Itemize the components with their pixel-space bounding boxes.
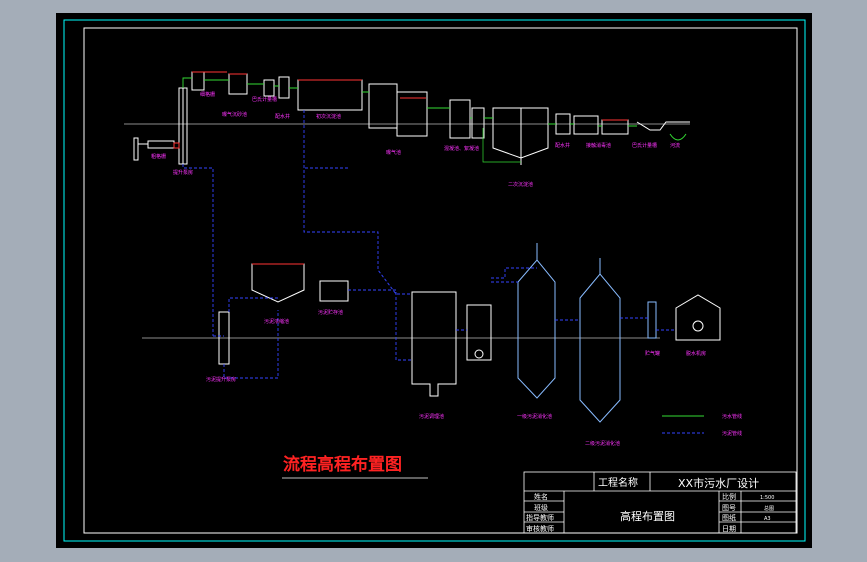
drawing-name: 高程布置图 xyxy=(620,509,675,523)
water-pipe-return xyxy=(482,128,521,163)
inner-frame xyxy=(83,27,798,534)
label-primary-digester: 一级污泥消化池 xyxy=(517,413,552,420)
water-treatment-line xyxy=(124,71,690,165)
label-secondary-clarifier: 二次沉淀池 xyxy=(508,181,533,188)
left-row-class: 班级 xyxy=(534,503,548,512)
label-sink-well: 配水井 xyxy=(555,142,570,149)
left-row-name: 姓名 xyxy=(534,492,548,501)
right-row-date-label: 日期 xyxy=(722,525,736,533)
label-coarse-screen: 粗格栅 xyxy=(151,153,166,160)
label-sludge-conditioner: 污泥调理池 xyxy=(419,413,444,420)
left-row-advisor: 指导教师 xyxy=(526,513,554,522)
right-row-scale-label: 比例 xyxy=(722,492,736,501)
sludge-treatment-line xyxy=(142,110,721,423)
parshall-flume-unit xyxy=(263,76,290,99)
label-outfall-flume: 巴氏计量槽 xyxy=(632,142,657,149)
label-river: 河流 xyxy=(670,142,680,149)
right-row-sheet-label: 图纸 xyxy=(722,513,736,522)
dewatering-room-unit xyxy=(675,294,721,341)
label-distribution-well: 配水井 xyxy=(275,113,290,120)
primary-digester-unit xyxy=(517,243,556,399)
label-aeration-tank: 曝气池 xyxy=(386,149,401,156)
legend-sludge-label: 污泥管线 xyxy=(722,430,742,437)
label-secondary-digester: 二级污泥消化池 xyxy=(585,440,620,447)
label-fine-screen: 细格栅 xyxy=(200,91,215,98)
title-block xyxy=(523,471,797,534)
secondary-clarifier-unit xyxy=(492,107,549,165)
diagram-title: 流程高程布置图 xyxy=(283,454,402,475)
right-row-number-label: 图号 xyxy=(722,504,736,512)
label-gas-holder: 贮气罐 xyxy=(645,350,660,357)
water-pipe-main xyxy=(182,77,637,127)
label-dewatering-room: 脱水机房 xyxy=(686,350,706,357)
contact-tank-unit xyxy=(573,115,629,135)
label-lift-pump-well: 提升泵房 xyxy=(173,169,193,176)
label-coag-tank: 混凝池、絮凝池 xyxy=(444,145,479,152)
title-block-text: 工程名称 XX市污水厂设计 高程布置图 姓名 班级 指导教师 审核教师 比例 1… xyxy=(526,476,774,533)
label-sludge-storage: 污泥贮存池 xyxy=(318,309,343,316)
right-row-sheet-value: A3 xyxy=(764,516,771,522)
project-name: XX市污水厂设计 xyxy=(678,476,759,490)
legend: 污水管线 污泥管线 xyxy=(662,413,742,437)
label-aerated-grit: 曝气沉砂池 xyxy=(222,111,247,118)
label-sludge-return: 污泥提升泵房 xyxy=(206,376,236,383)
coag-tank-unit xyxy=(449,99,485,139)
aeration-tank-unit xyxy=(368,83,428,137)
label-sludge-thickener: 污泥浓缩池 xyxy=(264,318,289,325)
right-row-number-value: 总图 xyxy=(764,505,774,512)
label-parshall-flume: 巴氏计量槽 xyxy=(252,96,277,103)
drawing-paper xyxy=(56,13,812,548)
primary-clarifier-unit xyxy=(297,79,363,111)
outfall-unit xyxy=(636,121,690,141)
sludge-thickener-unit xyxy=(251,263,305,303)
right-row-scale-value: 1:500 xyxy=(760,495,774,501)
sludge-labels: 污泥提升泵房 污泥浓缩池 污泥贮存池 污泥调理池 一级污泥消化池 二级污泥消化池… xyxy=(206,309,706,447)
water-labels: 粗格栅 提升泵房 细格栅 曝气沉砂池 巴氏计量槽 配水井 初次沉淀池 曝气池 混… xyxy=(151,91,680,188)
label-contact-tank: 接触消毒池 xyxy=(586,142,611,149)
label-primary-clarifier: 初次沉淀池 xyxy=(316,113,341,120)
gas-holder-unit xyxy=(647,301,657,339)
sludge-conditioner-unit xyxy=(411,291,457,397)
secondary-digester-unit xyxy=(579,258,621,423)
project-name-label: 工程名称 xyxy=(598,476,638,489)
sludge-storage-unit xyxy=(319,280,349,302)
legend-water-label: 污水管线 xyxy=(722,413,742,420)
fine-screen-unit xyxy=(191,71,227,91)
outer-frame xyxy=(63,19,806,542)
sludge-pump-unit xyxy=(466,304,492,361)
left-row-reviewer: 审核教师 xyxy=(526,524,554,533)
sludge-pipe-network xyxy=(182,110,676,379)
